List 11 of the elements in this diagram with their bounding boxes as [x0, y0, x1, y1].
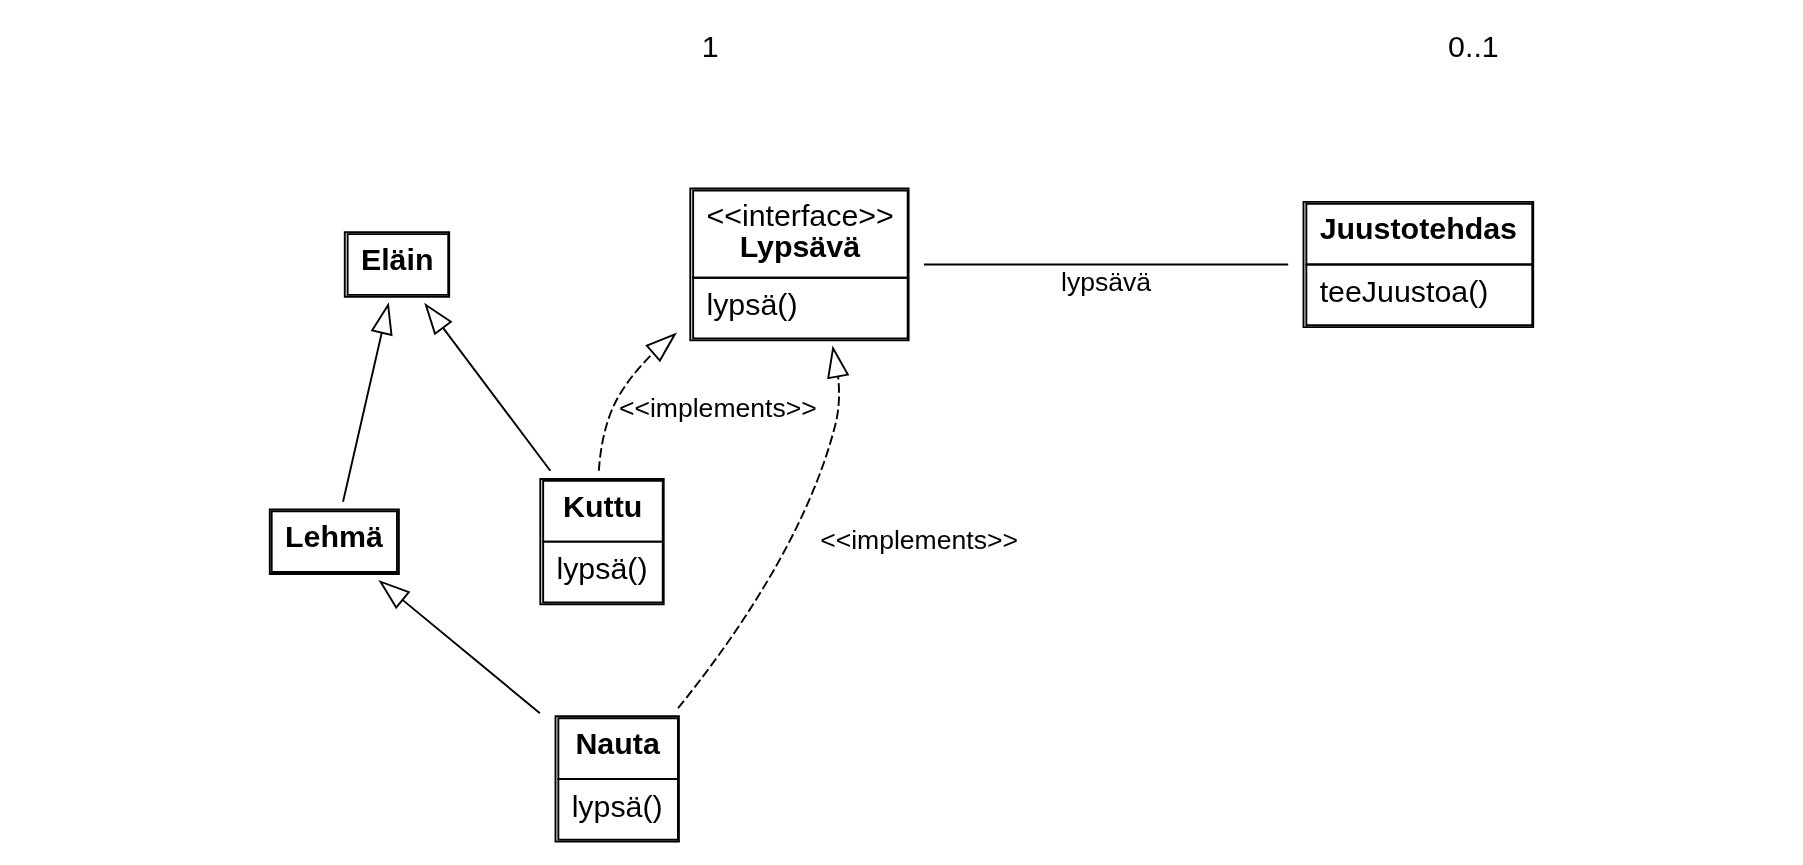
edge-label: lypsävä — [1061, 267, 1152, 298]
label: 1 — [701, 30, 719, 64]
label: 0..1 — [1448, 30, 1499, 64]
connector — [923, 263, 1290, 266]
arrow — [424, 302, 552, 472]
arrow — [597, 332, 677, 472]
edge-label: <<implements>> — [618, 392, 817, 423]
edge-label: <<implements>> — [820, 524, 1018, 555]
arrow — [378, 579, 541, 715]
arrow — [342, 302, 393, 503]
arrow — [677, 345, 850, 710]
